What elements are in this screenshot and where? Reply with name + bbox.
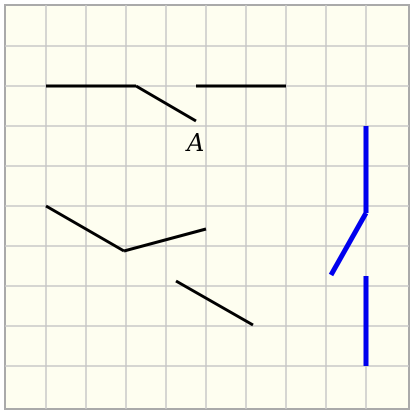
segment-lower-slant — [175, 279, 254, 327]
blue-segments — [328, 126, 369, 366]
canvas-background — [4, 4, 410, 410]
segment-middle-up-slant — [123, 227, 207, 253]
blue-segment-slant — [328, 211, 369, 277]
point-label-a: A — [185, 129, 204, 157]
segment-top-slant — [135, 84, 197, 123]
segment-middle-down-slant — [45, 204, 125, 253]
black-segments — [45, 84, 286, 327]
